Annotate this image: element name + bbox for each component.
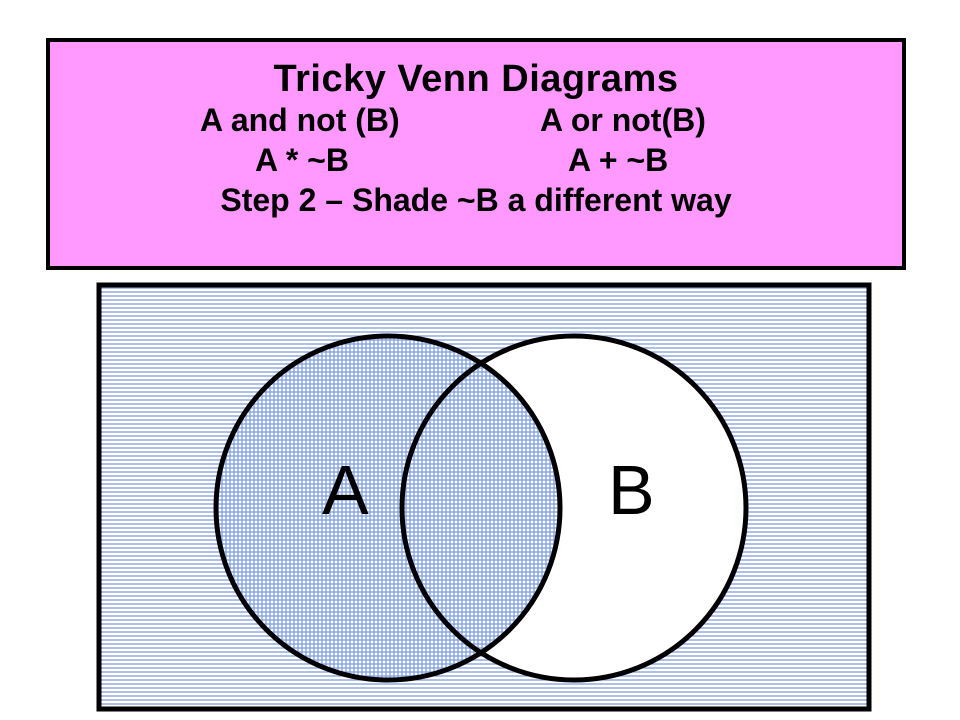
circle-a-outline [213, 333, 563, 683]
circle-b-outline [399, 333, 749, 683]
venn-diagram: A B [96, 282, 872, 712]
expression-or-not-words: A or not(B) [540, 102, 706, 138]
expression-row-symbols: A * ~B A + ~B [50, 140, 902, 180]
expression-and-not-words: A and not (B) [200, 102, 400, 138]
set-a-label: A [322, 451, 369, 529]
expression-or-not-symbols: A + ~B [568, 142, 669, 178]
title-banner: Tricky Venn Diagrams A and not (B) A or … [46, 38, 906, 270]
set-b-label: B [608, 451, 655, 529]
step-instruction: Step 2 – Shade ~B a different way [220, 182, 732, 218]
expression-row-words: A and not (B) A or not(B) [50, 100, 902, 140]
overlap-region [402, 336, 560, 680]
page-title: Tricky Venn Diagrams [273, 58, 679, 100]
expression-and-not-symbols: A * ~B [255, 142, 349, 178]
